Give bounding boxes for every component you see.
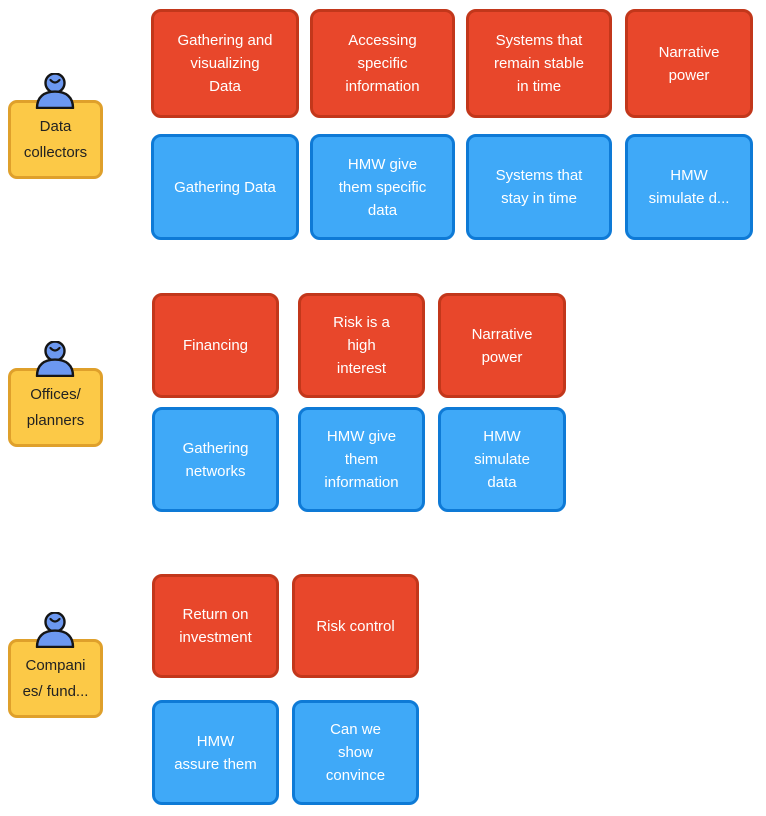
need-note[interactable]: Gathering and visualizing Data	[151, 9, 299, 118]
person-bust-icon	[35, 612, 75, 648]
persona-label: Data collectors	[23, 117, 88, 161]
need-note-text: Narrative power	[658, 43, 720, 84]
need-note-text: Financing	[182, 337, 249, 354]
persona-sticky[interactable]: Compani es/ fund...	[8, 639, 103, 718]
need-note[interactable]: Financing	[152, 293, 279, 398]
hmw-note-text: Gathering Data	[174, 178, 276, 196]
persona-label: Compani es/ fund...	[22, 656, 89, 700]
hmw-note-text: Can we show convince	[325, 721, 386, 784]
person-bust-icon	[35, 73, 75, 109]
hmw-note[interactable]: Gathering networks	[152, 407, 279, 512]
hmw-note[interactable]: Systems that stay in time	[466, 134, 612, 240]
need-note-text: Accessing specific information	[345, 32, 420, 95]
persona-label: Offices/ planners	[26, 385, 85, 429]
person-bust-icon	[35, 341, 75, 377]
hmw-note-text: HMW assure them	[174, 732, 257, 773]
need-note[interactable]: Return on investment	[152, 574, 279, 678]
need-note[interactable]: Narrative power	[625, 9, 753, 118]
hmw-note[interactable]: Can we show convince	[292, 700, 419, 805]
hmw-note-text: Systems that stay in time	[495, 167, 583, 207]
hmw-note-text: HMW simulate data	[474, 428, 530, 491]
need-note[interactable]: Accessing specific information	[310, 9, 455, 118]
need-note-text: Return on investment	[179, 606, 252, 646]
hmw-note[interactable]: Gathering Data	[151, 134, 299, 240]
hmw-note[interactable]: HMW simulate d...	[625, 134, 753, 240]
hmw-note[interactable]: HMW simulate data	[438, 407, 566, 512]
need-note[interactable]: Risk is a high interest	[298, 293, 425, 398]
need-note-text: Systems that remain stable in time	[493, 32, 585, 95]
hmw-note[interactable]: HMW give them specific data	[310, 134, 455, 240]
persona-sticky[interactable]: Data collectors	[8, 100, 103, 179]
need-note[interactable]: Narrative power	[438, 293, 566, 398]
need-note[interactable]: Risk control	[292, 574, 419, 678]
need-note-text: Risk is a high interest	[333, 314, 390, 377]
hmw-note-text: HMW give them specific data	[338, 155, 427, 219]
hmw-note-text: Gathering networks	[182, 439, 249, 480]
hmw-note[interactable]: HMW give them information	[298, 407, 425, 512]
persona-sticky[interactable]: Offices/ planners	[8, 368, 103, 447]
need-note-text: Risk control	[316, 617, 395, 635]
need-note-text: Gathering and visualizing Data	[177, 32, 273, 95]
hmw-note-text: HMW simulate d...	[648, 167, 730, 207]
hmw-note-text: HMW give them information	[324, 428, 399, 491]
need-note[interactable]: Systems that remain stable in time	[466, 9, 612, 118]
hmw-note[interactable]: HMW assure them	[152, 700, 279, 805]
need-note-text: Narrative power	[471, 325, 533, 366]
